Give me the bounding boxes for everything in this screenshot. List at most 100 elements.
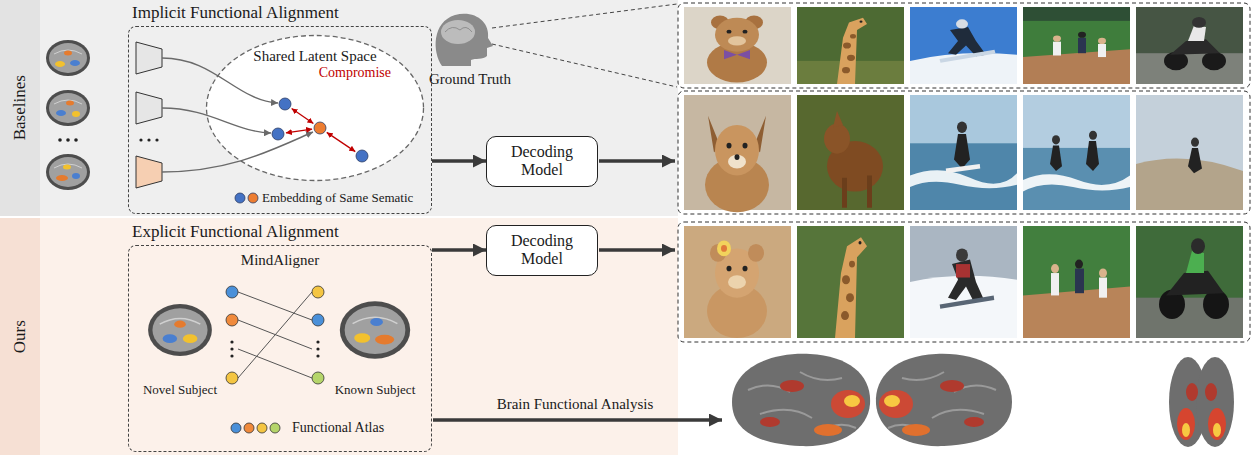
embedding-arrow-part: [162, 58, 278, 103]
image-baseline-part-part: [1086, 141, 1099, 171]
compromise-arrow-part: [327, 132, 356, 151]
subject-brain-slice-part-part: [64, 51, 72, 56]
image-ground-truth-part-part: [797, 7, 904, 84]
subject-caption: Ground Truth: [429, 71, 511, 88]
legend-text: Embedding of Same Sematic: [262, 191, 413, 206]
mindaligner-drawing-part-part: [257, 423, 267, 433]
brain-surface-map-part: [1205, 383, 1217, 401]
subject-brain-slice-part: [58, 138, 62, 142]
mindaligner-drawing-part: [148, 304, 212, 356]
brain-surface-map-part: [1177, 408, 1195, 440]
brain-surface-map-part: [902, 424, 930, 436]
image-baseline-part-part: [743, 143, 748, 149]
image-baseline-part: [1023, 95, 1130, 210]
image-ours-part-part: [940, 298, 994, 307]
image-ground-truth-part-part: [956, 19, 968, 28]
legend-entry: Functional Atlas: [292, 420, 384, 436]
image-baseline-part-part: [1191, 138, 1199, 147]
mindaligner-drawing-part-part: [238, 292, 312, 320]
head-silhouette: [436, 14, 493, 66]
image-baseline-part: [678, 91, 1250, 214]
embedding-arrow-part: [162, 132, 313, 172]
label-holder: Known Subject: [335, 383, 416, 398]
compromise-arrow: [286, 109, 355, 152]
group-heading: Implicit Functional Alignment: [128, 3, 339, 23]
image-ground-truth-part-part: [940, 52, 995, 61]
encoder-symbol-part: [147, 138, 150, 141]
image-ours-part-part: [1203, 290, 1229, 319]
embedding-dot-part: [272, 128, 284, 140]
mindaligner-drawing-part-part: [312, 286, 324, 298]
subject-brain-slice-part-part: [56, 110, 66, 116]
subject-brain-slice-part-part: [55, 61, 65, 67]
image-ground-truth-part-part: [1202, 52, 1226, 70]
image-ground-truth-part-part: [1023, 49, 1130, 84]
image-ground-truth-part: [797, 7, 904, 84]
process-box: Decoding Model: [486, 225, 598, 276]
image-ground-truth-part-part: [727, 30, 732, 34]
image-baseline-part-part: [957, 121, 967, 133]
mindaligner-drawing-part-part: [226, 314, 238, 326]
image-ground-truth-part-part: [1078, 38, 1086, 53]
image-ours-part-part: [743, 266, 748, 272]
image-ours-part-part: [684, 226, 791, 338]
image-baseline-part-part: [910, 170, 1017, 188]
mindaligner-drawing-part: [230, 340, 233, 343]
image-ground-truth-part-part: [1098, 38, 1106, 44]
subject-brain-slice-part-part: [49, 93, 87, 123]
image-baseline-part-part: [1023, 174, 1130, 191]
band-label: Baselines: [10, 75, 30, 140]
mindaligner-drawing-part: [316, 354, 319, 357]
subject-brain-slice-part-part: [49, 157, 87, 187]
band-ground-part: [0, 0, 40, 216]
group-title: MindAligner: [241, 252, 319, 269]
mindaligner-drawing: [148, 286, 410, 433]
encoder-symbol-part: [136, 42, 162, 74]
image-ours-part-part: [1023, 286, 1130, 338]
image-ours-part-part: [835, 237, 867, 338]
image-ground-truth-part: [1023, 7, 1130, 84]
image-ours-part-part: [849, 261, 855, 268]
image-ours-part-part: [727, 266, 732, 272]
compromise-arrow-part: [286, 129, 312, 133]
dashed-frame: [128, 245, 432, 452]
mindaligner-drawing-part-part: [163, 334, 178, 343]
subject-brain-slice-part: [46, 154, 90, 190]
ellipse-outline: [207, 36, 424, 181]
mindaligner-drawing-part-part: [226, 286, 238, 298]
image-baseline-part: [797, 95, 904, 210]
box-label: Decoding Model: [495, 232, 589, 269]
embedding-dot: [235, 98, 368, 203]
ours-band: OursExplicit Functional AlignmentMindAli…: [0, 218, 678, 455]
image-baseline-part-part: [1023, 95, 1130, 210]
image-baseline-part-part: [1089, 131, 1097, 140]
brain-surface-map-part: [879, 390, 913, 418]
image-ours-part-part: [846, 293, 854, 302]
subject-brain-slice-part-part: [46, 40, 90, 76]
image-ours-part: [678, 222, 1250, 342]
ground-truth-pointer-part: [492, 4, 677, 28]
space-label: Shared Latent Space: [253, 48, 376, 65]
embedding-dot-part: [248, 193, 258, 203]
image-ours-part: [797, 226, 904, 338]
annotation-text: Compromise: [319, 65, 391, 81]
image-ground-truth-part-part: [1098, 44, 1106, 57]
image-ours-part: [1136, 226, 1243, 338]
alignment-group: Implicit Functional AlignmentShared Late…: [128, 3, 432, 214]
image-ours-part-part: [1099, 278, 1107, 298]
image-ours-part-part: [1099, 269, 1107, 278]
alignment-group: Explicit Functional AlignmentMindAligner: [128, 222, 432, 452]
subject-brain-slice-part-part: [63, 165, 71, 170]
flow-arrow-part: [599, 159, 675, 163]
mindaligner-drawing-part-part: [183, 334, 198, 343]
brain-surface-map-part: [831, 390, 865, 418]
brain-surface-map-part: [884, 395, 900, 407]
image-baseline-part-part: [910, 95, 1017, 210]
subject-brain-slice-part: [46, 40, 90, 76]
embedding-arrow: [162, 58, 313, 172]
image-baseline-part-part: [1050, 146, 1062, 171]
latent-space-fill: [207, 36, 424, 181]
image-baseline-part-part: [842, 178, 847, 208]
mindaligner-drawing-part-part: [148, 304, 212, 356]
flow-arrow-part: [599, 248, 675, 252]
